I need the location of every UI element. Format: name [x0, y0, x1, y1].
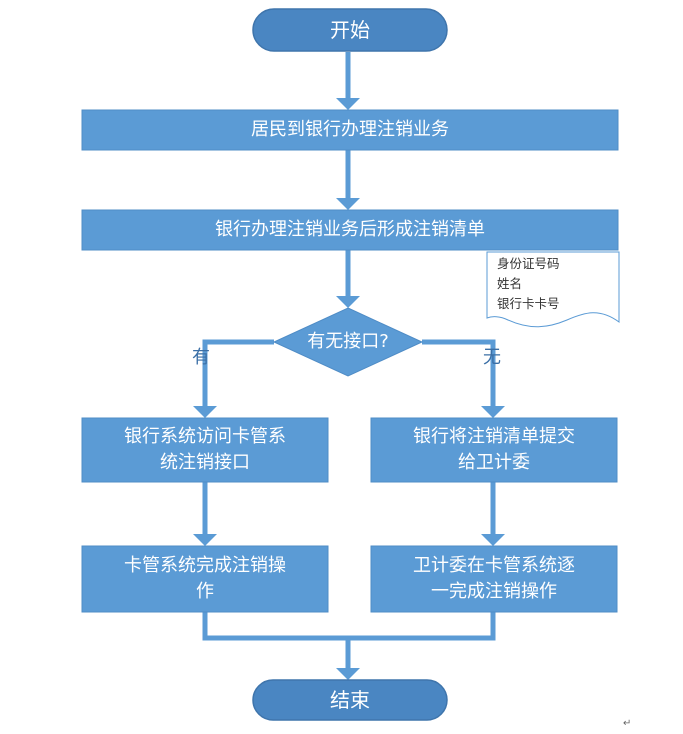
connectors — [193, 52, 505, 680]
arrowhead-right1 — [481, 406, 505, 418]
right2-label: 卫计委在卡管系统逐 一完成注销操作 — [413, 555, 575, 602]
arrowhead-right2 — [481, 534, 505, 546]
step1-box — [81, 109, 619, 151]
no-label: 无 — [483, 347, 501, 368]
arrowhead-left2 — [193, 534, 217, 546]
left2-label: 卡管系统完成注销操 作 — [124, 555, 286, 602]
yes-label: 有 — [192, 347, 210, 368]
right1-label: 银行将注销清单提交 给卫计委 — [413, 426, 575, 473]
step2-label: 银行办理注销业务后形成注销清单 — [215, 219, 485, 240]
right2-box — [370, 545, 618, 613]
decision-label: 有无接口? — [307, 331, 389, 352]
paragraph-mark: ↵ — [623, 718, 632, 729]
arrowhead-step1 — [336, 98, 360, 110]
end-label: 结束 — [330, 688, 370, 712]
document-shape — [486, 251, 620, 328]
left2-box — [81, 545, 329, 613]
decision-diamond — [272, 307, 424, 377]
merge-line — [202, 612, 496, 641]
step2-box — [81, 209, 619, 251]
end-terminal — [252, 679, 448, 721]
step1-label: 居民到银行办理注销业务 — [251, 119, 449, 140]
left1-box — [81, 417, 329, 483]
right1-box — [370, 417, 618, 483]
branch-no-line — [422, 339, 496, 410]
arrowhead-step2 — [336, 198, 360, 210]
arrowhead-left1 — [193, 406, 217, 418]
document-line-3: 银行卡卡号 — [497, 296, 560, 311]
start-label: 开始 — [330, 18, 370, 42]
left1-label: 银行系统访问卡管系 统注销接口 — [124, 426, 286, 473]
arrowhead-decision — [336, 296, 360, 308]
branch-yes-line — [202, 339, 274, 410]
document-line-1: 身份证号码 — [497, 256, 560, 271]
document-line-2: 姓名 — [497, 276, 523, 291]
arrowhead-end — [336, 668, 360, 680]
start-terminal — [252, 8, 448, 52]
